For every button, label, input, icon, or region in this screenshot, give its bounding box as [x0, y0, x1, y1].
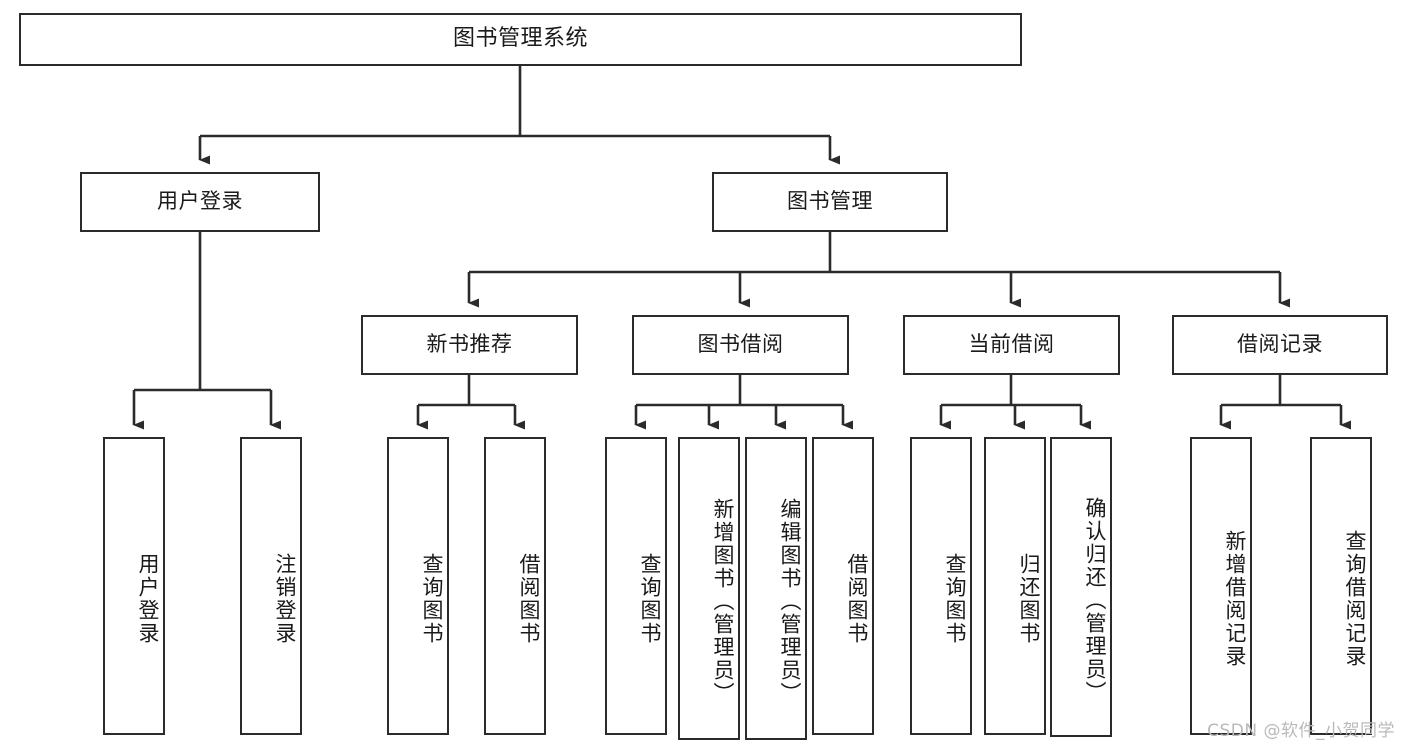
node-leaf-edit-book-admin[interactable]: 编辑图书（管理员） — [745, 437, 807, 740]
node-leaf-confirm-return-admin[interactable]: 确认归还（管理员） — [1050, 437, 1112, 737]
node-level3-book-borrow[interactable]: 图书借阅 — [632, 315, 849, 375]
node-leaf-query-book-newbook[interactable]: 查询图书 — [387, 437, 449, 735]
node-leaf-query-book-borrow[interactable]: 查询图书 — [605, 437, 667, 735]
node-leaf-add-borrow-record[interactable]: 新增借阅记录 — [1190, 437, 1252, 735]
node-label: 编辑图书（管理员） — [778, 498, 802, 705]
node-label: 用户登录 — [136, 553, 160, 645]
node-label: 新增图书（管理员） — [711, 498, 735, 705]
node-label: 查询图书 — [420, 553, 444, 645]
node-leaf-borrow-book[interactable]: 借阅图书 — [812, 437, 874, 735]
node-label: 新书推荐 — [426, 332, 513, 357]
node-leaf-return-book[interactable]: 归还图书 — [984, 437, 1046, 735]
node-label: 借阅记录 — [1237, 332, 1323, 357]
node-level3-borrow-record[interactable]: 借阅记录 — [1172, 315, 1388, 375]
node-label: 归还图书 — [1017, 553, 1041, 645]
node-level2-book-management[interactable]: 图书管理 — [712, 172, 948, 232]
node-leaf-query-book-current[interactable]: 查询图书 — [910, 437, 972, 735]
node-leaf-logout[interactable]: 注销登录 — [240, 437, 302, 735]
node-label: 图书管理系统 — [452, 26, 588, 52]
node-label: 用户登录 — [157, 189, 243, 214]
node-label: 注销登录 — [273, 553, 297, 645]
node-label: 确认归还（管理员） — [1083, 496, 1107, 704]
node-label: 查询借阅记录 — [1343, 530, 1367, 668]
node-leaf-borrow-book-newbook[interactable]: 借阅图书 — [484, 437, 546, 735]
node-label: 图书管理 — [787, 189, 873, 214]
node-level3-new-book-recommend[interactable]: 新书推荐 — [361, 315, 578, 375]
node-level3-current-borrow[interactable]: 当前借阅 — [903, 315, 1120, 375]
node-label: 当前借阅 — [968, 332, 1055, 357]
node-label: 查询图书 — [638, 553, 662, 645]
node-leaf-user-login[interactable]: 用户登录 — [103, 437, 165, 735]
node-root[interactable]: 图书管理系统 — [19, 13, 1022, 66]
node-label: 借阅图书 — [845, 553, 869, 645]
node-leaf-add-book-admin[interactable]: 新增图书（管理员） — [678, 437, 740, 740]
node-label: 借阅图书 — [517, 553, 541, 645]
csdn-watermark: CSDN @软件_小贺同学 — [1207, 721, 1395, 741]
node-level2-user-login[interactable]: 用户登录 — [80, 172, 320, 232]
node-label: 图书借阅 — [697, 332, 784, 357]
node-label: 查询图书 — [943, 553, 967, 645]
node-leaf-query-borrow-record[interactable]: 查询借阅记录 — [1310, 437, 1372, 735]
node-label: 新增借阅记录 — [1223, 530, 1247, 668]
